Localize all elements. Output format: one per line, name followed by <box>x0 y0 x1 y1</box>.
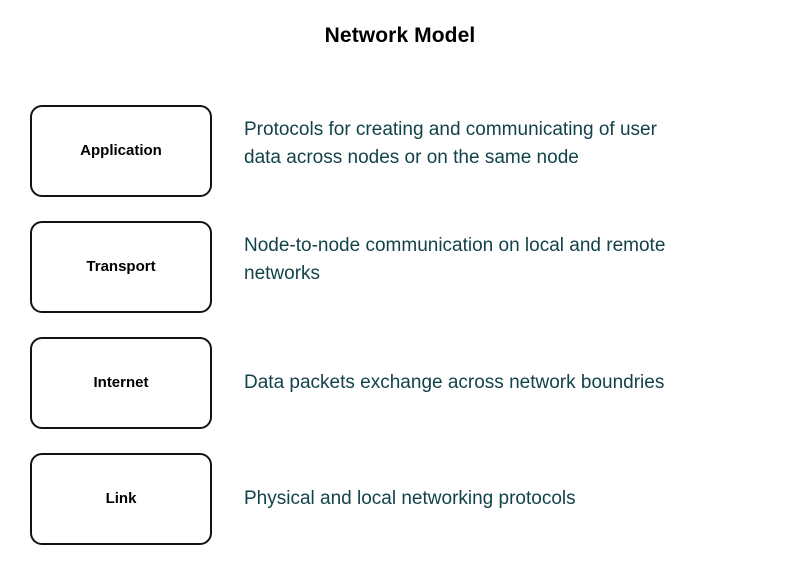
layer-box-label: Application <box>80 142 162 159</box>
layer-box-application[interactable]: Application <box>30 105 212 197</box>
layer-box-label: Transport <box>86 258 156 275</box>
layer-description-link: Physical and local networking protocols <box>244 488 576 509</box>
page-title: Network Model <box>324 24 476 47</box>
network-layer-stack: Application Protocols for creating and c… <box>0 105 800 569</box>
layer-row: Link Physical and local networking proto… <box>0 453 800 545</box>
layer-row: Application Protocols for creating and c… <box>0 105 800 197</box>
layer-box-internet[interactable]: Internet <box>30 337 212 429</box>
layer-row: Transport Node-to-node communication on … <box>0 221 800 313</box>
layer-box-label: Internet <box>93 374 149 391</box>
layer-box-link[interactable]: Link <box>30 453 212 545</box>
layer-description-transport: Node-to-node communication on local and … <box>244 235 666 284</box>
layer-box-transport[interactable]: Transport <box>30 221 212 313</box>
layer-description-application: Protocols for creating and communicating… <box>244 119 657 168</box>
layer-description-internet: Data packets exchange across network bou… <box>244 372 665 393</box>
layer-row: Internet Data packets exchange across ne… <box>0 337 800 429</box>
layer-box-label: Link <box>105 490 137 507</box>
